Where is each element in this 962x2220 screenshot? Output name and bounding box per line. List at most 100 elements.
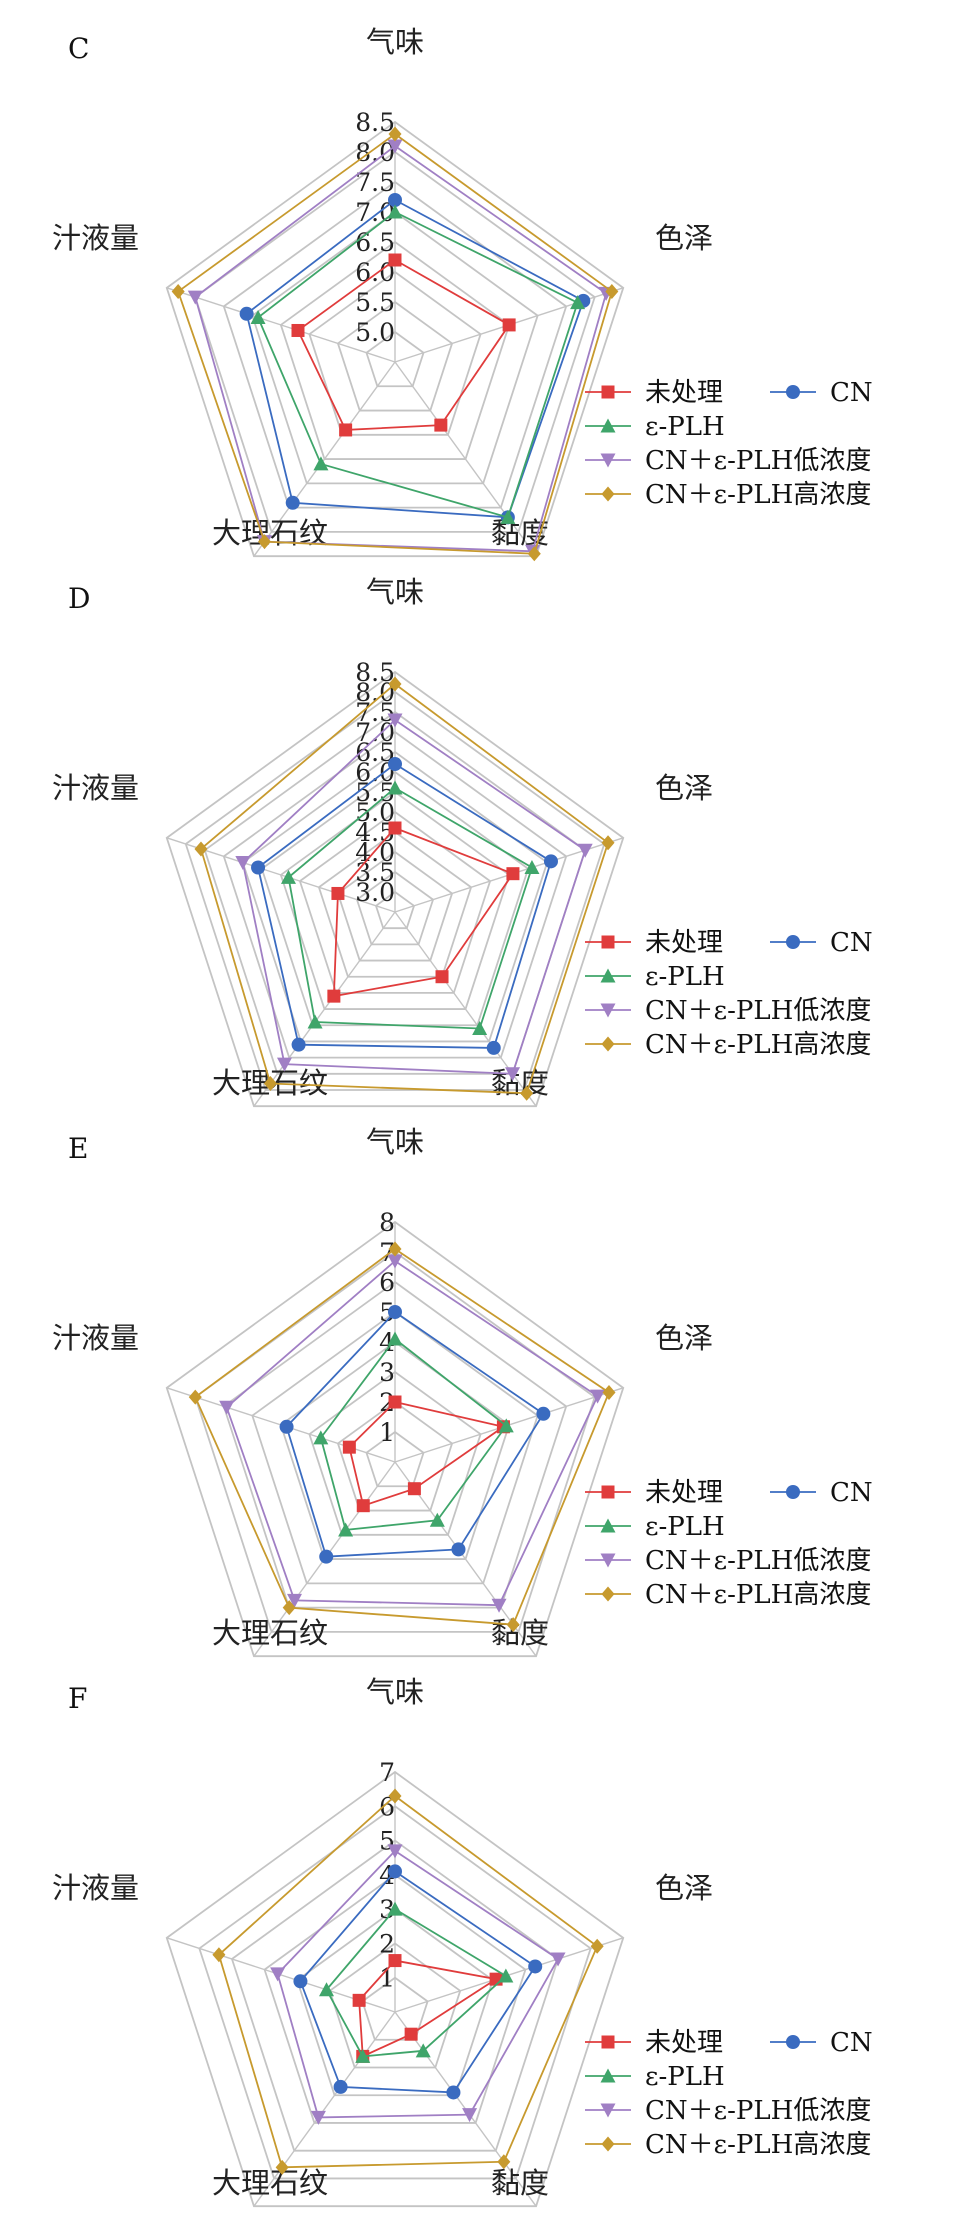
point-D-2-2 [472,1020,488,1035]
point-E-2-1 [498,1418,514,1433]
grid-ring-F-7 [165,1770,625,2208]
point-E-3-3 [286,1593,302,1608]
tick-label-C-5: 7.5 [355,168,395,197]
axis-label-C-3: 大理石纹 [212,516,328,550]
legend-label-C-0: 未处理 [645,378,723,408]
series-F-2 [319,1901,514,2063]
tick-label-D-2: 4.0 [355,838,395,867]
tick-label-F-1: 2 [379,1929,395,1958]
point-D-2-0 [387,780,403,795]
point-F-legend-2 [600,2068,616,2083]
point-E-legend-3 [600,1553,616,1568]
series-E-4 [188,1241,616,1633]
point-D-2-4 [280,869,296,884]
point-F-1-0 [388,1864,402,1879]
point-E-legend-0 [601,1485,615,1499]
point-E-2-0 [387,1331,403,1346]
legend-label-F-0: 未处理 [645,2028,723,2058]
axis-label-F-2: 黏度 [491,2166,549,2200]
grid-ring-F-6 [198,1805,592,2180]
point-C-0-3 [339,423,353,437]
legend-label-C-1: CN [830,378,873,408]
spoke-F-3 [253,2011,396,2207]
grid-ring-C-3 [308,270,482,436]
point-F-2-2 [415,2043,431,2058]
grid-ring-C-2 [336,300,454,412]
legend-label-C-4: CN＋ε-PLH高浓度 [645,480,871,510]
series-line-D-4 [199,682,610,1095]
point-F-4-2 [497,2154,511,2170]
point-D-4-1 [601,835,615,851]
point-E-4-0 [388,1241,402,1257]
grid-ring-D-6 [279,790,511,1010]
grid-ring-E-3 [308,1370,482,1536]
point-E-3-0 [387,1254,403,1269]
point-F-2-1 [498,1968,514,1983]
grid-ring-D-11 [184,690,606,1091]
axis-label-C-0: 气味 [366,25,424,59]
point-D-3-0 [387,713,403,728]
legend-label-D-2: ε-PLH [645,962,725,992]
point-F-2-0 [387,1901,403,1916]
point-F-0-2 [404,2027,418,2041]
point-D-4-4 [194,841,208,857]
series-line-C-2 [256,210,579,519]
legend-label-E-3: CN＋ε-PLH低浓度 [645,1546,871,1576]
grid-ring-C-5 [251,210,539,485]
point-D-legend-1 [786,935,800,949]
point-E-1-4 [279,1419,294,1434]
point-E-3-4 [219,1400,235,1415]
axis-label-D-2: 黏度 [491,1066,549,1100]
point-D-4-2 [520,1085,534,1101]
series-F-1 [293,1864,543,2100]
point-E-legend-2 [600,1518,616,1533]
series-D-2 [280,780,540,1035]
axis-label-E-2: 黏度 [491,1616,549,1650]
axis-label-E-3: 大理石纹 [212,1616,328,1650]
point-F-1-3 [333,2079,348,2094]
series-D-3 [235,713,593,1082]
series-line-C-1 [245,198,585,519]
point-C-2-3 [313,456,329,471]
point-D-1-0 [388,757,402,771]
grid-ring-C-8 [165,120,625,558]
legend-label-E-1: CN [830,1478,873,1508]
legend-label-C-3: CN＋ε-PLH低浓度 [645,446,871,476]
tick-label-D-1: 3.5 [355,858,395,887]
point-C-4-2 [527,546,541,562]
point-C-1-3 [285,495,300,510]
point-E-4-4 [188,1389,202,1405]
tick-label-E-3: 4 [379,1328,395,1357]
legend-label-E-4: CN＋ε-PLH高浓度 [645,1580,871,1610]
series-line-F-3 [276,1849,560,2119]
point-D-3-2 [505,1067,521,1082]
tick-label-C-0: 5.0 [355,318,395,347]
legend-label-D-3: CN＋ε-PLH低浓度 [645,996,871,1026]
series-E-2 [313,1331,514,1537]
point-E-0-0 [388,1395,402,1409]
point-F-4-1 [590,1938,604,1954]
spoke-D-3 [253,911,396,1107]
series-line-D-1 [257,762,553,1049]
point-E-2-2 [429,1512,445,1527]
point-E-0-2 [407,1482,421,1496]
point-D-1-1 [543,854,558,869]
grid-ring-F-5 [230,1839,560,2152]
point-D-1-2 [486,1040,501,1055]
point-C-0-2 [434,418,448,432]
series-E-1 [279,1305,551,1564]
series-line-C-3 [194,144,608,553]
series-D-1 [251,757,558,1055]
tick-label-E-1: 2 [379,1388,395,1417]
point-D-3-3 [276,1057,292,1072]
point-F-0-4 [352,1993,366,2007]
axis-label-F-1: 色泽 [655,1871,713,1905]
point-C-1-4 [239,306,254,321]
tick-label-F-6: 7 [379,1758,395,1787]
grid-ring-E-5 [251,1310,539,1585]
